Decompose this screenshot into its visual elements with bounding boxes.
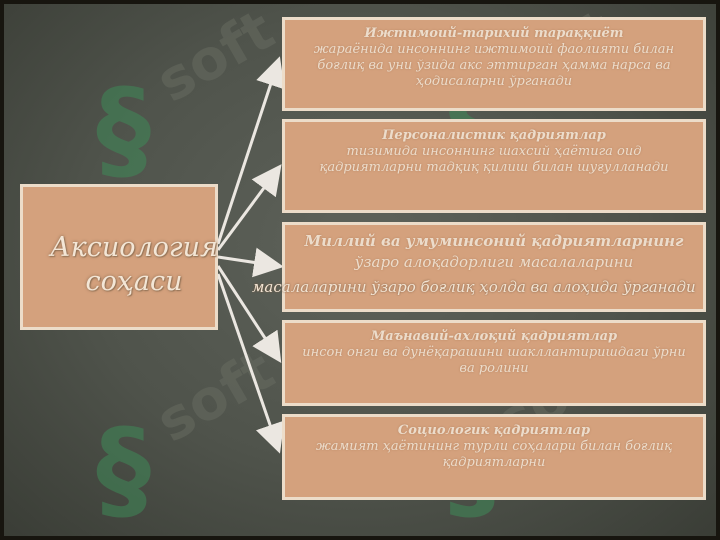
branch-box-1: Ижтимоий-тарихий тараққиёт жараёнида инс… (282, 17, 706, 111)
branch-text: ўзаро алоқадорлиги масалаларини (354, 253, 634, 271)
arrow-3 (217, 247, 284, 278)
arrow-5 (216, 273, 285, 454)
arrow-1 (216, 56, 285, 245)
branch-text: жараёнида инсоннинг ижтимоий фаолияти би… (313, 42, 675, 89)
branch-box-4: Маънавий-ахлоқий қадриятлар инсон онги в… (282, 320, 706, 406)
connector-arrows (216, 56, 285, 454)
branch-text: жамият ҳаётининг турли соҳалари билан бо… (315, 439, 672, 470)
branch-title: Ижтимоий-тарихий тараққиёт (364, 26, 624, 41)
branch-box-3: Миллий ва умуминсоний қадриятларнинг ўза… (282, 222, 706, 312)
branch-title: Миллий ва умуминсоний қадриятларнинг (304, 232, 684, 250)
branch-title: Социологик қадриятлар (397, 423, 591, 438)
main-concept-box: Аксиология соҳаси (20, 184, 218, 330)
branch-title: Персоналистик қадриятлар (382, 128, 606, 143)
branch-text: тизимида инсоннинг шахсий ҳаётига оид қа… (319, 144, 669, 175)
branch-title: Маънавий-ахлоқий қадриятлар (370, 329, 618, 344)
branch-box-2: Персоналистик қадриятлар тизимида инсонн… (282, 119, 706, 213)
arrow-4 (216, 265, 282, 364)
arrow-2 (216, 164, 282, 251)
branch-box-5: Социологик қадриятлар жамият ҳаётининг т… (282, 414, 706, 500)
main-title: Аксиология соҳаси (50, 232, 218, 297)
branch-text: инсон онги ва дунёқарашини шакллантиришд… (302, 345, 686, 376)
slide: § § § § soft soft soft soft Аксиология с… (4, 4, 716, 536)
overflow-text: масалаларини ўзаро боғлиқ ҳолда ва алоҳи… (252, 278, 696, 296)
